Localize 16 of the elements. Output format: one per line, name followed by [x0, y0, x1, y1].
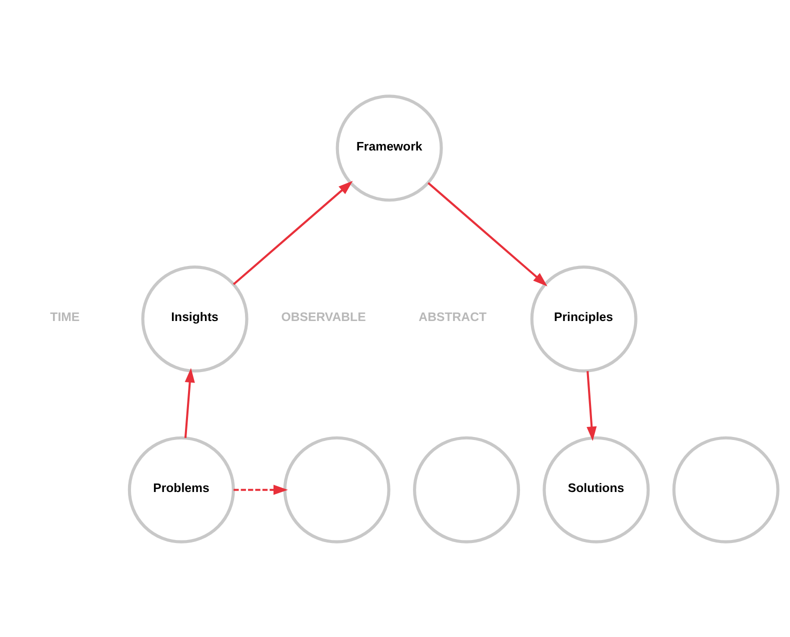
node-circle	[282, 436, 390, 543]
node-circle: Insights	[140, 264, 248, 372]
node-circle	[672, 436, 779, 543]
arrow	[427, 182, 547, 286]
arrow	[586, 370, 596, 441]
arrow	[232, 180, 352, 285]
arrow	[233, 484, 288, 494]
label: TIME	[50, 310, 80, 324]
node-circle: Principles	[530, 264, 637, 372]
arrow	[184, 368, 194, 438]
node-circle	[412, 436, 520, 543]
label: ABSTRACT	[418, 310, 486, 324]
node-circle: Problems	[127, 436, 234, 543]
label: OBSERVABLE	[280, 310, 366, 324]
node-circle: Framework	[335, 94, 442, 202]
node-circle: Solutions	[542, 436, 650, 543]
